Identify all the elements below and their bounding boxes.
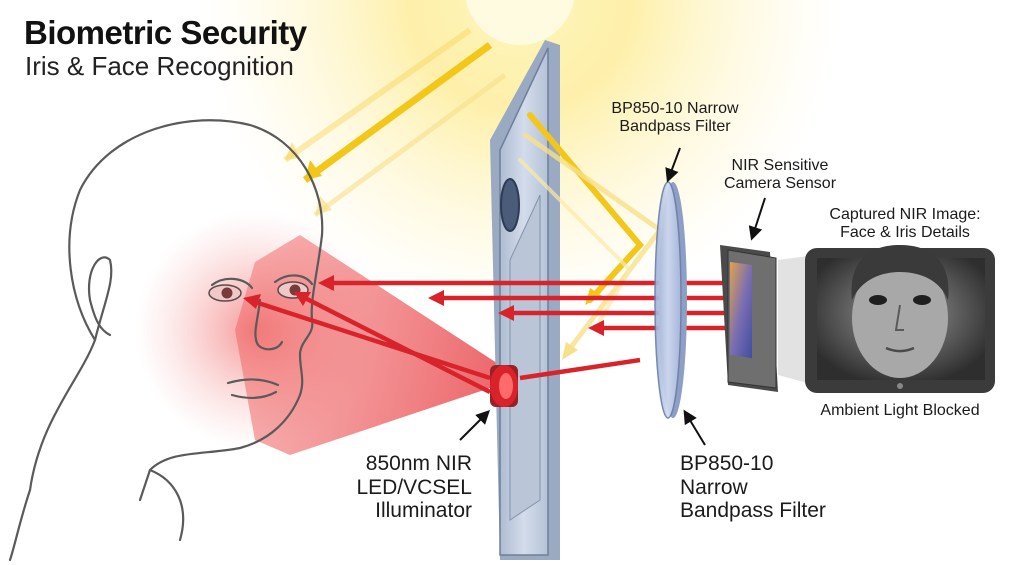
label-filter-top: BP850-10 Narrow Bandpass Filter [590, 100, 760, 136]
label-captured-image: Captured NIR Image: Face & Iris Details [810, 206, 1000, 242]
label-camera-sensor: NIR Sensitive Camera Sensor [710, 157, 850, 193]
camera-sensor [720, 245, 778, 392]
label-filter-bottom: BP850-10 Narrow Bandpass Filter [680, 452, 860, 523]
page-subtitle: Iris & Face Recognition [25, 51, 294, 82]
led-illuminator [490, 365, 518, 407]
page-title: Biometric Security [24, 14, 307, 52]
label-illuminator: 850nm NIR LED/VCSEL Illuminator [320, 452, 472, 523]
label-ambient-blocked: Ambient Light Blocked [800, 402, 1000, 420]
bandpass-filter [655, 182, 687, 418]
camera-window [501, 179, 519, 231]
captured-image-monitor [778, 245, 995, 393]
